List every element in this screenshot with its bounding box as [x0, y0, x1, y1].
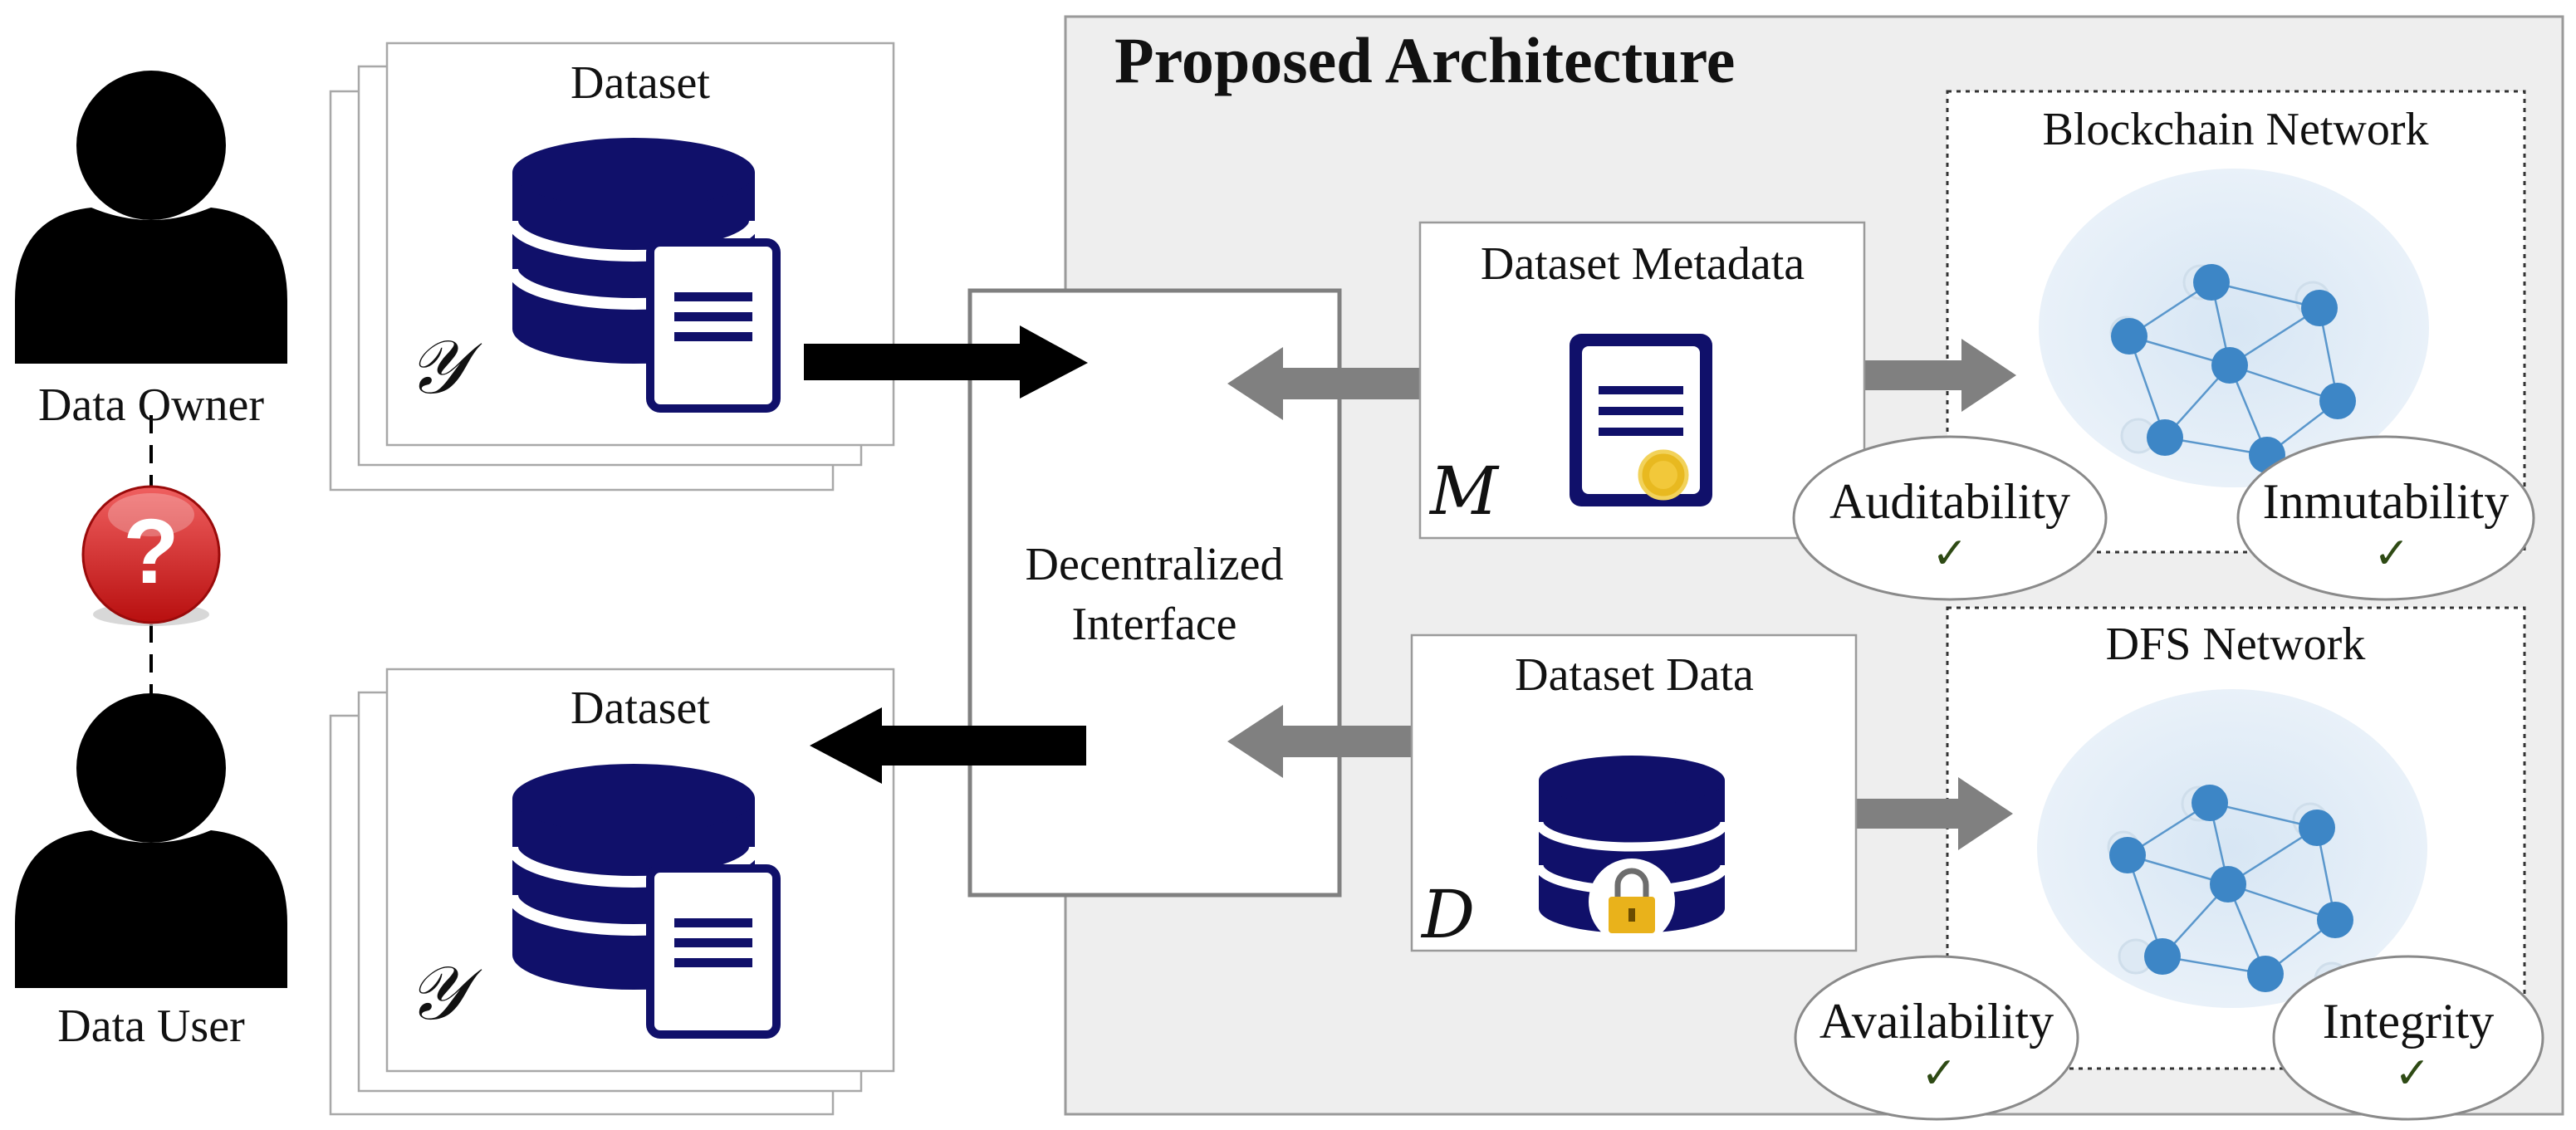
metadata-blockchain-arrow [1784, 339, 2016, 412]
availability-oval [1794, 955, 2079, 1121]
locked-database-icon [1534, 756, 1730, 945]
interface-metadata-arrow [1227, 347, 1499, 420]
diagram-title: Proposed Architecture [1114, 24, 1736, 96]
availability-check-icon: ✓ [1921, 1050, 1957, 1098]
question-mark: ? [123, 501, 179, 603]
integrity-check-icon: ✓ [2394, 1050, 2431, 1098]
data-label: Dataset Data [1515, 649, 1754, 701]
availability-label: Availability [1819, 994, 2054, 1049]
dataset-bottom-symbol: 𝒴 [407, 950, 466, 1037]
auditability-label: Auditability [1829, 474, 2070, 529]
question-gloss [108, 493, 194, 536]
dfs-network-label: DFS Network [2105, 619, 2366, 670]
interface-label-line1: Decentralized [1025, 539, 1284, 590]
data-owner-icon [15, 71, 287, 364]
certificate-icon [1570, 334, 1712, 506]
metadata-symbol: M [1430, 452, 1498, 530]
interface-data-arrow [1227, 705, 1499, 778]
interface-label-line2: Interface [1071, 599, 1237, 650]
inmutability-check-icon: ✓ [2373, 531, 2410, 578]
question-mark-icon [81, 485, 221, 624]
dataset-bottom-label: Dataset [571, 682, 710, 734]
inmutability-oval [2236, 435, 2535, 601]
metadata-label: Dataset Metadata [1480, 238, 1805, 290]
data-dfs-arrow [1777, 777, 2013, 850]
download-arrow [810, 707, 1086, 784]
inmutability-label: Inmutability [2262, 474, 2510, 529]
data-user-icon [15, 693, 287, 988]
dataset-top-symbol: 𝒴 [407, 324, 466, 411]
blockchain-network-label: Blockchain Network [2042, 104, 2429, 155]
database-document-icon [507, 764, 781, 1039]
auditability-oval [1792, 435, 2108, 601]
integrity-label: Integrity [2322, 994, 2495, 1049]
data-symbol: D [1422, 876, 1476, 953]
auditability-check-icon: ✓ [1932, 531, 1968, 578]
data-owner-label: Data Owner [37, 379, 265, 431]
upload-arrow [804, 325, 1088, 399]
data-user-label: Data User [57, 1000, 245, 1052]
integrity-oval [2272, 955, 2544, 1121]
dataset-top-label: Dataset [571, 57, 710, 109]
database-document-icon [507, 138, 781, 413]
